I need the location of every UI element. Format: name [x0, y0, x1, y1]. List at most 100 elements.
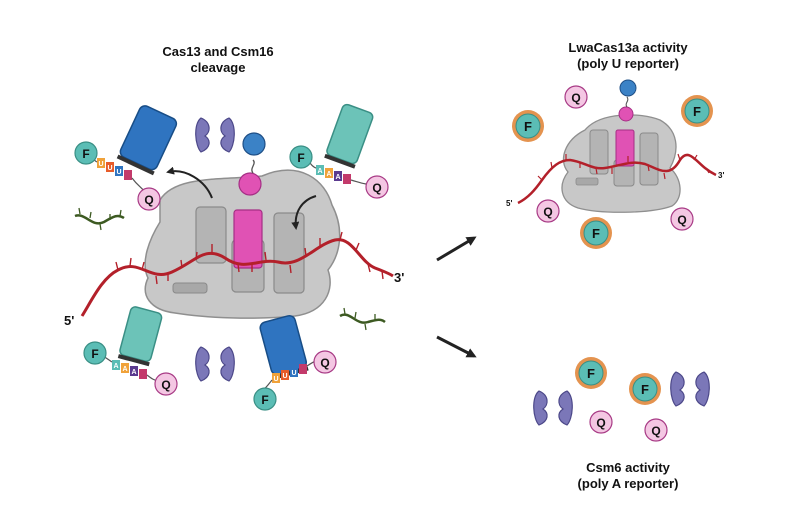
fluor-core [632, 376, 658, 402]
fluor-label: F [524, 119, 532, 134]
right-five-prime: 5' [506, 199, 512, 208]
reporter-icon: Q [564, 85, 588, 109]
right-tether [625, 96, 629, 108]
csm16-top-body [326, 103, 374, 165]
flag [124, 170, 132, 180]
main-complex-pocket-2 [273, 212, 305, 294]
csm16-top-base [324, 153, 356, 169]
fluor-label: F [82, 147, 89, 161]
reporter-icon: F [629, 373, 661, 405]
reporter-icon: F [83, 341, 107, 365]
main-protein-ball [242, 132, 266, 156]
reporter-icon: Q [536, 199, 560, 223]
right-pocket-2 [639, 132, 659, 186]
quench-label: Q [144, 193, 153, 207]
flag [112, 360, 120, 370]
base-label: U [291, 370, 296, 377]
fluor-label: F [592, 226, 600, 241]
csm6-dimer-icon [670, 371, 710, 407]
reporter-icon: F [512, 110, 544, 142]
csm16-bottom-base [117, 354, 150, 367]
quench-label: Q [596, 416, 605, 430]
cleaved-rna-icon [339, 313, 386, 324]
quench-label: Q [543, 205, 552, 219]
base-label: U [282, 373, 287, 380]
flag [281, 370, 289, 380]
base-label: U [273, 376, 278, 383]
quench-core [644, 418, 668, 442]
title-cas13-csm16-cleavage: Cas13 and Csm16 cleavage [148, 44, 288, 76]
base-label: A [113, 363, 118, 370]
fluor-core [583, 220, 609, 246]
main-crrna-bar [233, 209, 263, 269]
flag [106, 162, 114, 172]
quench-label: Q [372, 181, 381, 195]
base-label: A [317, 168, 322, 175]
flag [290, 367, 298, 377]
release-arrow-left [166, 166, 213, 199]
title-lwacas13a-activity: LwaCas13a activity (poly U reporter) [548, 40, 708, 72]
main-crrna-head [238, 172, 262, 196]
fluor-core [74, 141, 98, 165]
reporter-icon: Q [365, 175, 389, 199]
title-top-right-line-2: (poly U reporter) [577, 56, 679, 71]
tether [350, 179, 367, 185]
fluor-core [578, 360, 604, 386]
fluor-core [684, 98, 710, 124]
right-rna-bases [537, 153, 710, 181]
title-bottom-right-line-1: Csm6 activity [586, 460, 670, 475]
title-left-line-2: cleavage [190, 60, 246, 75]
right-pocket-1 [589, 129, 609, 175]
quench-core [313, 350, 337, 374]
main-complex-pocket-1 [195, 206, 227, 264]
main-three-prime: 3' [394, 270, 404, 285]
reporter-icon: F [289, 145, 313, 169]
reporter-icon: Q [313, 350, 337, 374]
main-rna-bases [115, 231, 384, 285]
right-crrna-head [618, 106, 634, 122]
flag [139, 369, 147, 379]
main-target-rna [80, 238, 394, 317]
right-three-prime: 3' [718, 171, 724, 180]
flag [115, 166, 123, 176]
flag [343, 174, 351, 184]
quench-core [589, 410, 613, 434]
quench-core [137, 187, 161, 211]
main-five-prime: 5' [64, 313, 74, 328]
base-label: U [116, 169, 121, 176]
reporter-icon: Q [154, 372, 178, 396]
flag [334, 171, 342, 181]
right-protein-ball [619, 79, 637, 97]
reporter-icon: Q [644, 418, 668, 442]
quench-label: Q [677, 213, 686, 227]
main-cas13-complex [144, 132, 341, 319]
csm16-protein-bottom [117, 306, 163, 367]
main-tether [251, 159, 255, 174]
title-bottom-right-line-2: (poly A reporter) [577, 476, 679, 491]
reporter-icon: Q [589, 410, 613, 434]
reporter-icon: F [580, 217, 612, 249]
fluor-label: F [91, 347, 98, 361]
arrow-icon [436, 335, 477, 358]
flag [272, 373, 280, 383]
fluor-core [289, 145, 313, 169]
flag [121, 363, 129, 373]
quench-label: Q [320, 356, 329, 370]
cas13-top-base [116, 154, 155, 176]
quench-label: Q [571, 91, 580, 105]
cas13-protein-top [116, 105, 178, 176]
base-label: U [107, 165, 112, 172]
fluor-label: F [261, 393, 268, 407]
base-label: A [326, 171, 331, 178]
cleaved-rna-bases [78, 207, 122, 231]
quench-core [564, 85, 588, 109]
right-crrna-bar [615, 129, 635, 167]
fluor-core [253, 387, 277, 411]
fluor-core [83, 341, 107, 365]
fluor-label: F [297, 151, 304, 165]
flag [299, 364, 307, 374]
flag [316, 165, 324, 175]
csm6-dimer-icon [195, 346, 235, 382]
